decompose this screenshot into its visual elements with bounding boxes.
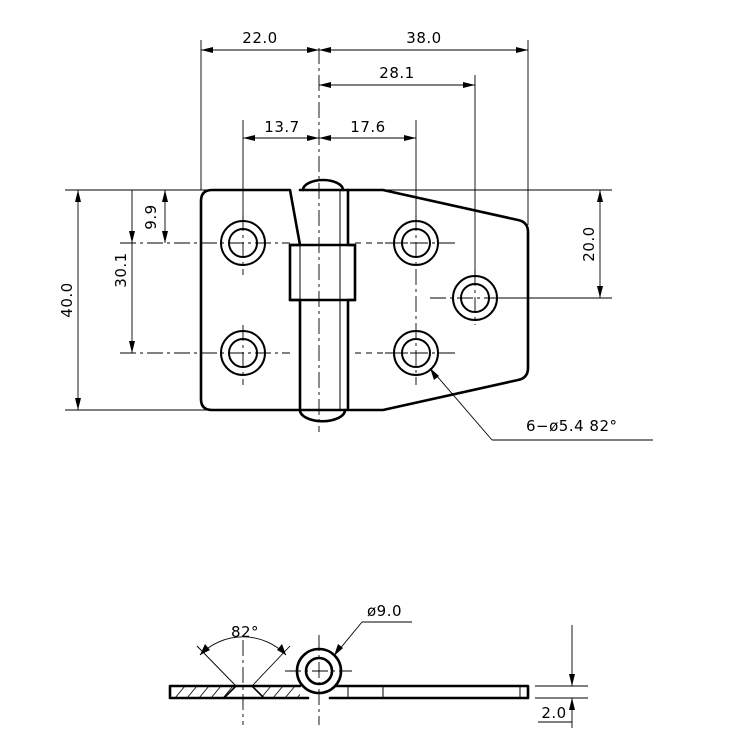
knuckle-top-cap	[301, 178, 345, 192]
hole-callout: 6−ø5.4 82°	[429, 367, 653, 441]
dim-22-label: 22.0	[242, 29, 277, 47]
side-left-leaf	[168, 684, 310, 700]
dim-28-label: 28.1	[379, 64, 414, 82]
vertical-dimensions: 40.0 30.1 9.9 20.0	[58, 189, 612, 411]
dim-13-label: 13.7	[264, 118, 299, 136]
dim-9-label: 9.9	[142, 204, 160, 229]
horizontal-dimensions: 22.0 38.0 28.1 13.7 17.6	[200, 29, 529, 275]
left-leaf-outline	[199, 188, 302, 412]
dim-17-label: 17.6	[350, 118, 385, 136]
side-right-leaf	[328, 684, 530, 700]
hatch-region	[255, 686, 300, 698]
dim-40-label: 40.0	[58, 282, 76, 317]
dim-30-label: 30.1	[112, 252, 130, 287]
knuckle-diameter-callout: ø9.0	[333, 602, 412, 657]
countersunk-hole	[220, 330, 266, 376]
countersunk-hole	[393, 330, 439, 376]
hatch-region	[172, 686, 236, 698]
hinge-plan-view	[120, 48, 530, 432]
countersunk-hole	[393, 220, 439, 266]
dim-20-label: 20.0	[580, 226, 598, 261]
hole-callout-label: 6−ø5.4 82°	[526, 417, 618, 435]
angle-dimension: 82°	[196, 623, 291, 687]
dim-38-label: 38.0	[406, 29, 441, 47]
thickness-dimension: 2.0	[535, 625, 588, 728]
thickness-label: 2.0	[541, 704, 566, 722]
knuckle-diameter-label: ø9.0	[367, 602, 402, 620]
angle-label: 82°	[231, 623, 259, 641]
countersunk-hole	[220, 220, 266, 266]
right-leaf-outline	[346, 188, 530, 412]
hinge-side-view	[168, 635, 530, 725]
knuckle-barrel	[298, 188, 357, 412]
knuckle-bottom-cap	[298, 408, 347, 423]
